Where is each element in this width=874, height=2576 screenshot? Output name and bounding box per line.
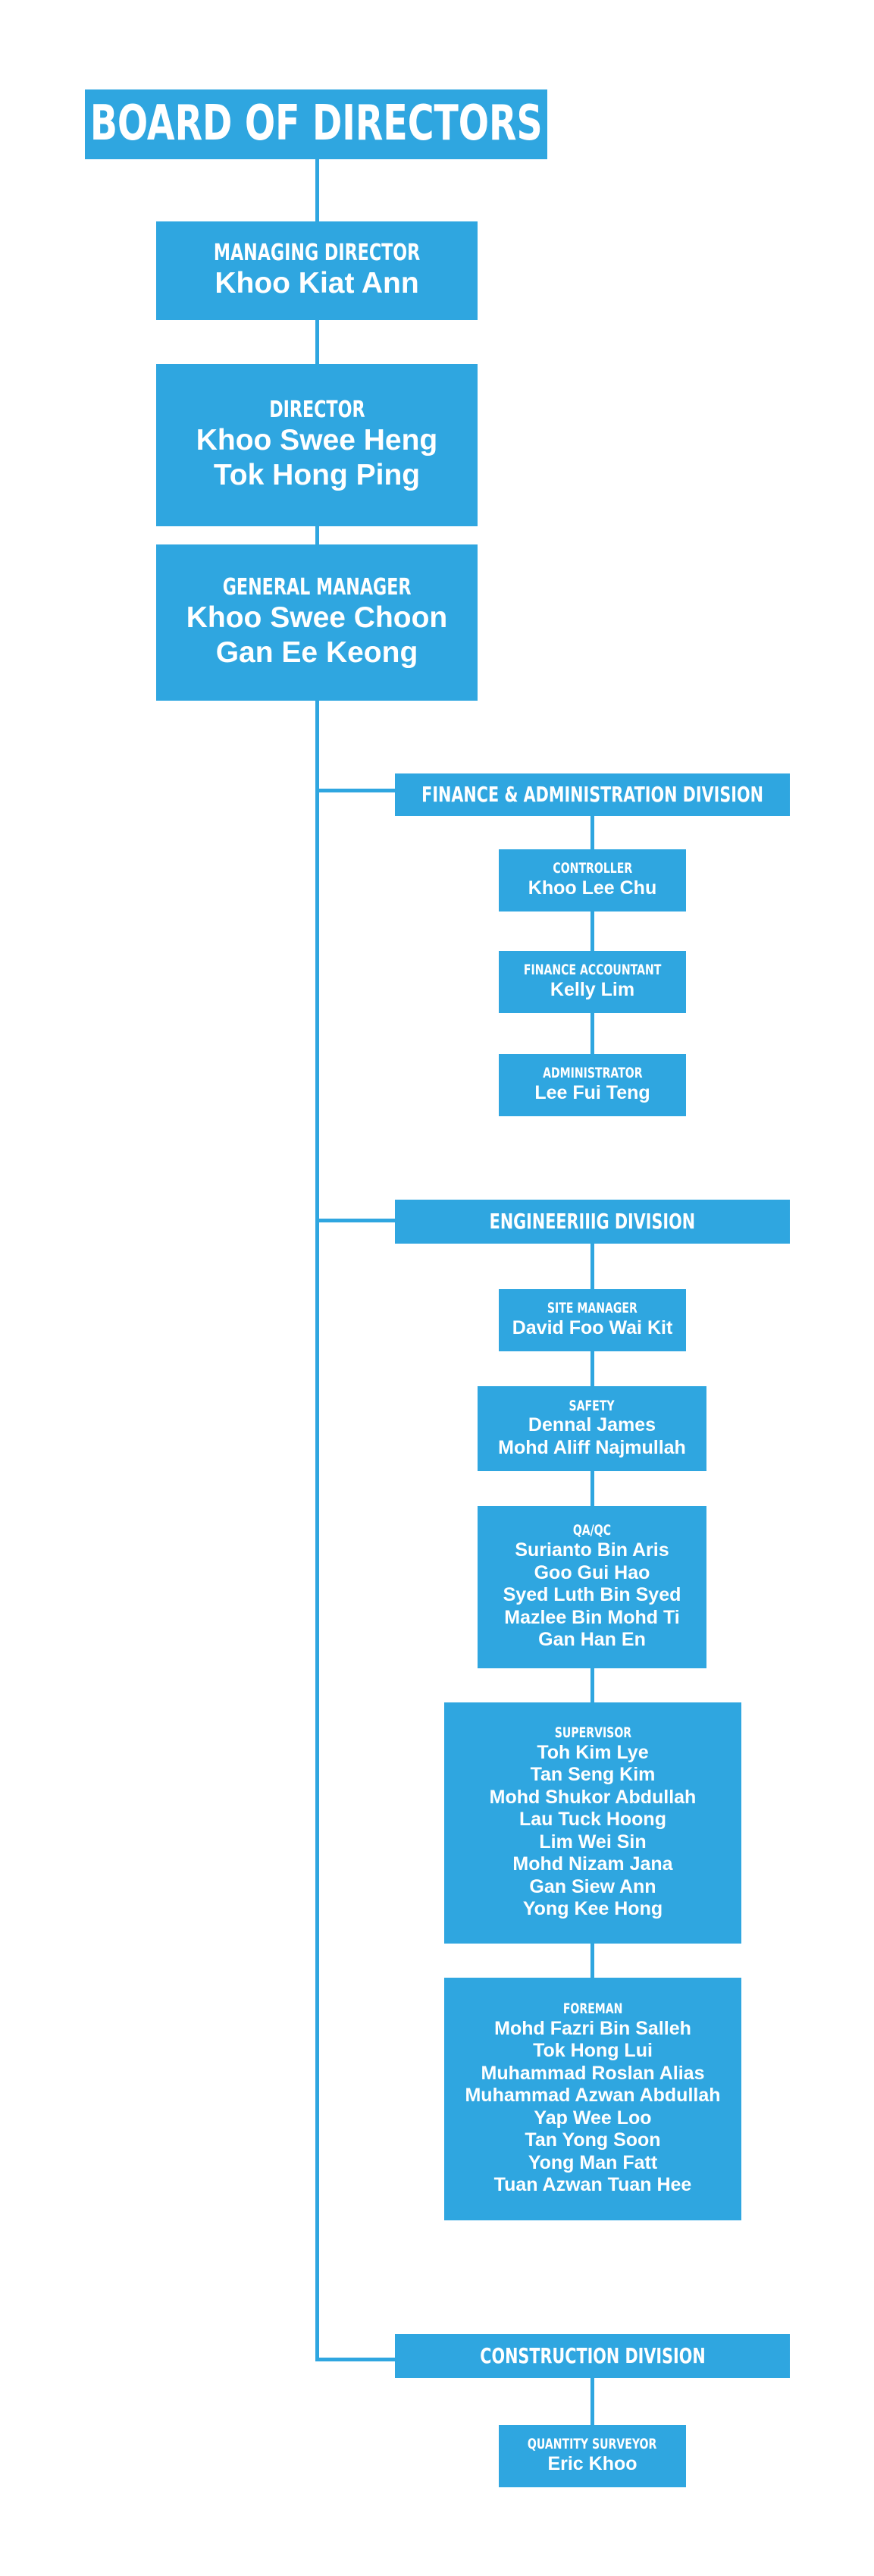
supervisor-box: SUPERVISOR Toh Kim Lye Tan Seng Kim Mohd…	[444, 1702, 741, 1944]
managing-director-name: Khoo Kiat Ann	[215, 267, 419, 300]
safety-title: SAFETY	[569, 1397, 615, 1414]
controller-title: CONTROLLER	[553, 860, 632, 877]
administrator-title: ADMINISTRATOR	[542, 1065, 643, 1082]
quantity-surveyor-name: Eric Khoo	[547, 2453, 637, 2475]
controller-box: CONTROLLER Khoo Lee Chu	[499, 849, 686, 911]
engineering-division-box: ENGINEERIIIG DIVISION	[395, 1200, 790, 1244]
site-manager-box: SITE MANAGER David Foo Wai Kit	[499, 1289, 686, 1351]
foreman-name: Muhammad Azwan Abdullah	[465, 2085, 721, 2107]
director-box: DIRECTOR Khoo Swee Heng Tok Hong Ping	[156, 364, 478, 526]
director-name: Khoo Swee Heng	[196, 424, 438, 457]
administrator-box: ADMINISTRATOR Lee Fui Teng	[499, 1054, 686, 1116]
general-manager-name: Gan Ee Keong	[215, 636, 418, 670]
finance-division-box: FINANCE & ADMINISTRATION DIVISION	[395, 773, 790, 816]
site-manager-title: SITE MANAGER	[547, 1300, 637, 1317]
general-manager-name: Khoo Swee Choon	[186, 601, 448, 635]
foreman-title: FOREMAN	[562, 2000, 623, 2018]
supervisor-name: Lim Wei Sin	[539, 1831, 647, 1853]
general-manager-box: GENERAL MANAGER Khoo Swee Choon Gan Ee K…	[156, 544, 478, 701]
qa-qc-title: QA/QC	[572, 1522, 612, 1539]
connector-finance-stack	[590, 816, 594, 1056]
supervisor-name: Mohd Nizam Jana	[512, 1853, 673, 1875]
board-of-directors-box: BOARD OF DIRECTORS	[85, 89, 547, 159]
administrator-name: Lee Fui Teng	[534, 1082, 650, 1104]
supervisor-title: SUPERVISOR	[554, 1724, 631, 1742]
safety-name: Dennal James	[528, 1414, 656, 1436]
supervisor-name: Gan Siew Ann	[529, 1875, 656, 1897]
supervisor-name: Lau Tuck Hoong	[519, 1809, 666, 1831]
construction-division-title: CONSTRUCTION DIVISION	[479, 2342, 706, 2368]
qa-qc-name: Gan Han En	[538, 1629, 646, 1651]
finance-accountant-name: Kelly Lim	[550, 979, 635, 1001]
foreman-name: Tok Hong Lui	[533, 2040, 653, 2062]
finance-accountant-title: FINANCE ACCOUNTANT	[523, 962, 662, 979]
board-title: BOARD OF DIRECTORS	[89, 96, 543, 152]
qa-qc-box: QA/QC Surianto Bin Aris Goo Gui Hao Syed…	[478, 1506, 706, 1668]
connector-branch-engineering	[315, 1219, 395, 1222]
engineering-division-title: ENGINEERIIIG DIVISION	[489, 1208, 696, 1234]
safety-name: Mohd Aliff Najmullah	[498, 1436, 686, 1458]
foreman-box: FOREMAN Mohd Fazri Bin Salleh Tok Hong L…	[444, 1978, 741, 2220]
supervisor-name: Tan Seng Kim	[530, 1764, 656, 1786]
connector-md-director	[315, 320, 319, 364]
quantity-surveyor-title: QUANTITY SURVEYOR	[528, 2436, 657, 2453]
connector-trunk	[315, 701, 319, 2361]
foreman-name: Yap Wee Loo	[534, 2107, 652, 2129]
quantity-surveyor-box: QUANTITY SURVEYOR Eric Khoo	[499, 2425, 686, 2487]
managing-director-box: MANAGING DIRECTOR Khoo Kiat Ann	[156, 221, 478, 320]
connector-construction-stack	[590, 2378, 594, 2425]
director-title: DIRECTOR	[268, 396, 365, 423]
supervisor-name: Yong Kee Hong	[522, 1898, 663, 1920]
qa-qc-name: Mazlee Bin Mohd Ti	[504, 1606, 680, 1628]
finance-accountant-box: FINANCE ACCOUNTANT Kelly Lim	[499, 951, 686, 1013]
qa-qc-name: Surianto Bin Aris	[515, 1539, 669, 1561]
connector-branch-construction	[315, 2358, 395, 2361]
foreman-name: Tan Yong Soon	[525, 2129, 661, 2151]
connector-branch-finance	[315, 789, 395, 792]
foreman-name: Muhammad Roslan Alias	[481, 2062, 705, 2084]
foreman-name: Mohd Fazri Bin Salleh	[494, 2017, 691, 2039]
supervisor-name: Toh Kim Lye	[537, 1741, 649, 1763]
connector-director-gm	[315, 526, 319, 544]
general-manager-title: GENERAL MANAGER	[222, 573, 412, 601]
site-manager-name: David Foo Wai Kit	[512, 1317, 673, 1339]
connector-board-md	[315, 159, 319, 221]
foreman-name: Yong Man Fatt	[528, 2151, 658, 2173]
qa-qc-name: Syed Luth Bin Syed	[503, 1584, 681, 1606]
controller-name: Khoo Lee Chu	[528, 877, 657, 899]
director-name: Tok Hong Ping	[213, 459, 421, 492]
qa-qc-name: Goo Gui Hao	[534, 1561, 650, 1583]
finance-division-title: FINANCE & ADMINISTRATION DIVISION	[421, 781, 763, 807]
safety-box: SAFETY Dennal James Mohd Aliff Najmullah	[478, 1386, 706, 1471]
supervisor-name: Mohd Shukor Abdullah	[489, 1786, 697, 1808]
managing-director-title: MANAGING DIRECTOR	[213, 239, 421, 266]
construction-division-box: CONSTRUCTION DIVISION	[395, 2334, 790, 2378]
foreman-name: Tuan Azwan Tuan Hee	[493, 2174, 692, 2196]
